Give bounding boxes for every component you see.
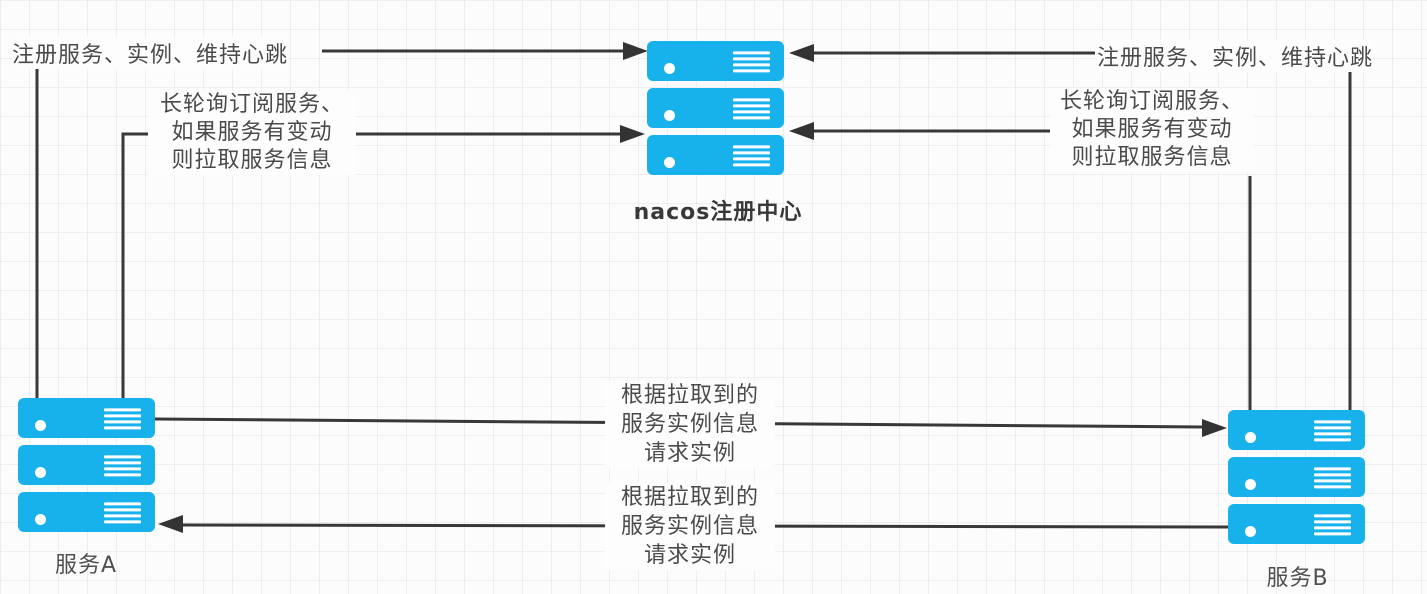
edge-label-line: 请求实例 <box>643 543 736 568</box>
edge-register-left-arrowhead <box>623 42 648 60</box>
nacos-cluster-node <box>647 41 784 175</box>
edge-label-register-left: 注册服务、实例、维持心跳 <box>12 37 289 69</box>
edge-label-line: 则拉取服务信息 <box>171 148 333 173</box>
server-icon <box>1228 410 1365 450</box>
edge-label-line: 请求实例 <box>643 441 736 466</box>
edge-label-register-right: 注册服务、实例、维持心跳 <box>1097 40 1374 72</box>
service-b-label: 服务B <box>1266 566 1329 591</box>
server-led-icon <box>664 63 675 74</box>
server-led-icon <box>1245 526 1256 537</box>
server-vents-icon <box>1314 514 1351 536</box>
server-vents-icon <box>733 98 770 120</box>
edge-label-line: 长轮询订阅服务、 <box>159 92 344 117</box>
server-led-icon <box>1245 432 1256 443</box>
server-icon <box>18 398 155 438</box>
server-icon <box>18 445 155 485</box>
edge-label-line: 服务实例信息 <box>620 412 759 437</box>
server-vents-icon <box>1314 420 1351 442</box>
edge-register-right-arrowhead <box>789 44 814 62</box>
edge-label-line: 如果服务有变动 <box>171 120 333 145</box>
edge-label-request-a-to-b: 根据拉取到的 服务实例信息 请求实例 <box>605 381 775 468</box>
server-led-icon <box>664 157 675 168</box>
server-vents-icon <box>733 145 770 167</box>
server-led-icon <box>35 514 46 525</box>
server-vents-icon <box>1314 467 1351 489</box>
edge-longpoll-left-arrowhead <box>620 125 645 143</box>
edge-label-line: 则拉取服务信息 <box>1071 145 1233 170</box>
server-icon <box>647 135 784 175</box>
server-led-icon <box>664 110 675 121</box>
server-led-icon <box>35 420 46 431</box>
edge-request-a-to-b-arrowhead <box>1202 419 1227 437</box>
edge-longpoll-left-elbow <box>121 132 148 399</box>
server-led-icon <box>1245 479 1256 490</box>
edge-label-line: 根据拉取到的 <box>620 485 759 510</box>
server-icon <box>647 88 784 128</box>
server-vents-icon <box>104 502 141 524</box>
edge-label-longpoll-right: 长轮询订阅服务、 如果服务有变动 则拉取服务信息 <box>1050 88 1254 172</box>
service-a-label: 服务A <box>54 553 118 578</box>
edge-label-line: 服务实例信息 <box>620 514 759 539</box>
edge-label-longpoll-left: 长轮询订阅服务、 如果服务有变动 则拉取服务信息 <box>148 91 356 175</box>
server-vents-icon <box>104 455 141 477</box>
edge-longpoll-right-arrowhead <box>789 122 814 140</box>
service-a-node <box>18 398 155 532</box>
nacos-cluster-label: nacos注册中心 <box>633 200 803 225</box>
server-vents-icon <box>104 408 141 430</box>
edge-label-request-b-to-a: 根据拉取到的 服务实例信息 请求实例 <box>605 483 775 570</box>
server-vents-icon <box>733 51 770 73</box>
server-icon <box>1228 504 1365 544</box>
server-led-icon <box>35 467 46 478</box>
edge-label-line: 长轮询订阅服务、 <box>1059 89 1244 114</box>
service-b-node <box>1228 410 1365 546</box>
server-icon <box>647 41 784 81</box>
edge-request-b-to-a-arrowhead <box>158 515 183 533</box>
server-icon <box>18 492 155 532</box>
edge-label-line: 如果服务有变动 <box>1071 117 1233 142</box>
server-icon <box>1228 457 1365 497</box>
edge-label-line: 根据拉取到的 <box>620 383 759 408</box>
